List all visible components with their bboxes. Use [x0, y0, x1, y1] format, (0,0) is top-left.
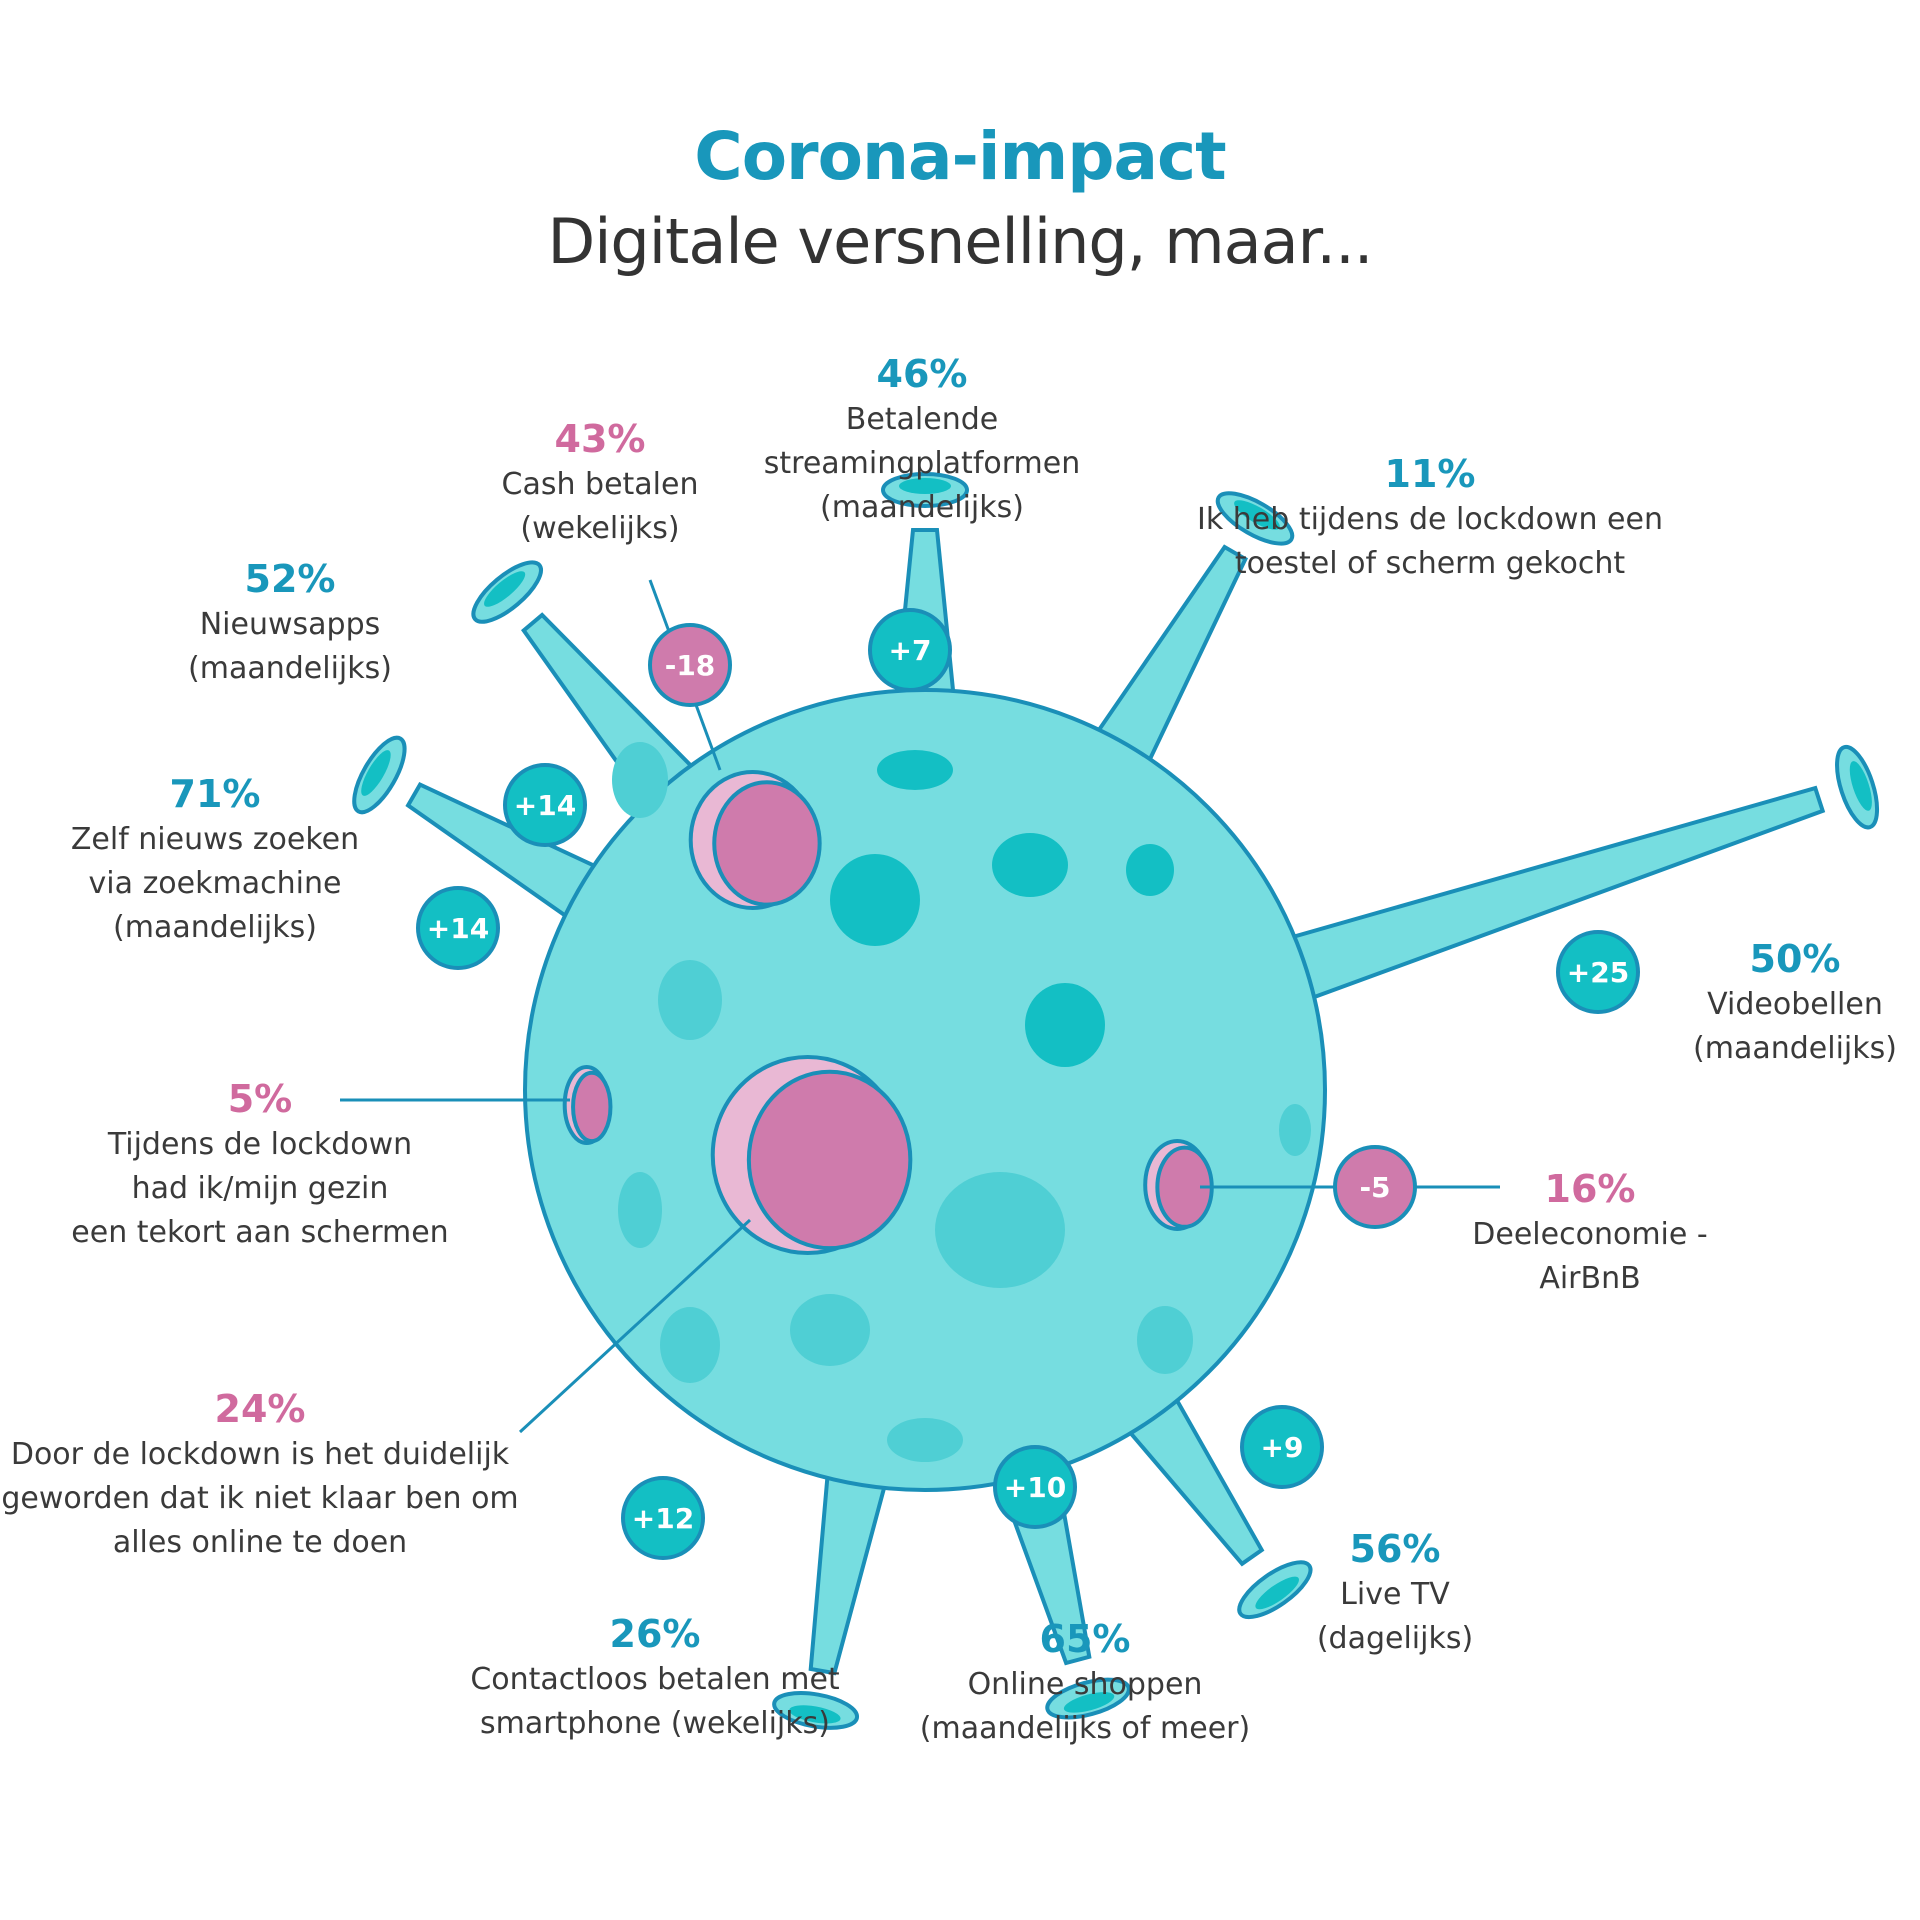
stat-description: Betalende streamingplatformen (maandelij… [763, 402, 1081, 525]
virus-spot [877, 750, 953, 790]
change-badge-nieuwsapps: +14 [503, 763, 587, 847]
change-badge-circle [648, 623, 732, 707]
change-badge-shoppen: +10 [993, 1445, 1077, 1529]
change-badge-cash: -18 [648, 623, 732, 707]
virus-spots [562, 742, 1311, 1462]
change-badge-circle [1240, 1405, 1324, 1489]
virus-spike-opening [899, 478, 951, 494]
change-badge-value: +12 [632, 1502, 694, 1535]
stat-percent: 52% [244, 557, 336, 601]
stat-percent: 71% [169, 772, 261, 816]
change-badge-circle [503, 763, 587, 847]
virus-spot [1025, 983, 1105, 1067]
virus-crater [571, 1070, 613, 1144]
stat-label-toestel: 11% Ik heb tijdens de lockdown een toeste… [1197, 450, 1663, 586]
stat-label-tekort: 5% Tijdens de lockdown had ik/mijn gezin … [71, 1075, 448, 1255]
virus-spot [660, 1307, 720, 1383]
change-badge-airbnb: -5 [1333, 1145, 1417, 1229]
change-badge-circle [1333, 1145, 1417, 1229]
stat-percent: 46% [876, 352, 968, 396]
page-subtitle: Digitale versnelling, maar... [547, 205, 1373, 278]
virus-spot [830, 854, 920, 946]
virus-spike-opening [1234, 500, 1280, 530]
change-badge-value: +10 [1004, 1471, 1066, 1504]
change-badge-circle [1556, 930, 1640, 1014]
change-badge-value: +14 [514, 789, 576, 822]
virus-crater [746, 1069, 913, 1251]
stat-percent: 24% [214, 1387, 306, 1431]
stat-description: Deeleconomie - AirBnB [1472, 1217, 1708, 1296]
change-badges: +14 -18 +7 +14 +25 -5 +12 +10 +9 [416, 608, 1640, 1560]
virus-crater [712, 780, 822, 907]
leader-line-online [518, 1218, 752, 1434]
stat-percent: 26% [609, 1612, 701, 1656]
stat-label-nieuwsapps: 52% Nieuwsapps (maandelijks) [188, 555, 392, 691]
stat-label-streaming: 46% Betalende streamingplatformen (maande… [764, 350, 1080, 530]
virus-spot [1137, 1306, 1193, 1374]
virus-spike-opening [1849, 761, 1872, 811]
virus-spike-opening [1063, 1692, 1115, 1713]
stat-description: Videobellen (maandelijks) [1693, 987, 1897, 1066]
change-badge-circle [993, 1445, 1077, 1529]
change-badge-circle [416, 886, 500, 970]
stat-description: Ik heb tijdens de lockdown een toestel o… [1197, 502, 1663, 581]
stat-percent: 65% [1039, 1617, 1131, 1661]
stat-label-airbnb: 16% Deeleconomie - AirBnB [1472, 1165, 1707, 1301]
stat-percent: 56% [1349, 1527, 1441, 1571]
stat-label-cash: 43% Cash betalen (wekelijks) [502, 415, 699, 551]
virus-spot [618, 1172, 662, 1248]
stat-percent: 50% [1749, 937, 1841, 981]
stat-description: Live TV (dagelijks) [1316, 1577, 1474, 1656]
stat-percent: 11% [1384, 452, 1476, 496]
change-badge-value: -5 [1359, 1171, 1390, 1204]
stat-percent: 43% [554, 417, 646, 461]
change-badge-value: +25 [1567, 956, 1629, 989]
virus-spot [935, 1172, 1065, 1288]
stat-description: Nieuwsapps (maandelijks) [188, 607, 392, 686]
stat-percent: 16% [1544, 1167, 1636, 1211]
change-badge-value: -18 [665, 649, 716, 682]
stat-percent: 5% [227, 1077, 293, 1121]
virus-spot [992, 833, 1068, 897]
stat-label-online: 24% Door de lockdown is het duidelijk gew… [1, 1385, 518, 1565]
change-badge-contactloos: +12 [621, 1476, 705, 1560]
stat-description: Contactloos betalen met smartphone (weke… [470, 1662, 840, 1741]
stat-label-contactloos: 26% Contactloos betalen met smartphone (w… [470, 1610, 839, 1746]
change-badge-streaming: +7 [868, 608, 952, 692]
page-title: Corona-impact [694, 118, 1226, 195]
stat-description: Online shoppen (maandelijks of meer) [919, 1667, 1251, 1746]
change-badge-value: +14 [427, 912, 489, 945]
virus-spike-opening [1255, 1576, 1299, 1610]
change-badge-value: +7 [889, 634, 932, 667]
virus-spike-opening [484, 571, 526, 607]
stat-description: Zelf nieuws zoeken via zoekmachine (maan… [70, 822, 360, 945]
virus-spot [887, 1418, 963, 1462]
virus-spike-opening [789, 1705, 841, 1724]
change-badge-value: +9 [1261, 1431, 1304, 1464]
stat-label-videobellen: 50% Videobellen (maandelijks) [1693, 935, 1897, 1071]
virus-spike-opening [361, 750, 391, 796]
change-badge-videobellen: +25 [1556, 930, 1640, 1014]
virus-spot [790, 1294, 870, 1366]
virus-spot [1279, 1104, 1311, 1156]
virus-spot [1126, 844, 1174, 896]
virus-spot [658, 960, 722, 1040]
stat-description: Door de lockdown is het duidelijk geword… [1, 1437, 519, 1560]
virus-spot [612, 742, 668, 818]
change-badge-livetv: +9 [1240, 1405, 1324, 1489]
change-badge-circle [621, 1476, 705, 1560]
change-badge-circle [868, 608, 952, 692]
stat-label-zoekmachine: 71% Zelf nieuws zoeken via zoekmachine (m… [71, 770, 359, 950]
stat-label-shoppen: 65% Online shoppen (maandelijks of meer) [920, 1615, 1250, 1751]
stat-description: Tijdens de lockdown had ik/mijn gezin ee… [71, 1127, 449, 1250]
change-badge-zoekmachine: +14 [416, 886, 500, 970]
stat-description: Cash betalen (wekelijks) [501, 467, 699, 546]
stat-label-livetv: 56% Live TV (dagelijks) [1317, 1525, 1473, 1661]
